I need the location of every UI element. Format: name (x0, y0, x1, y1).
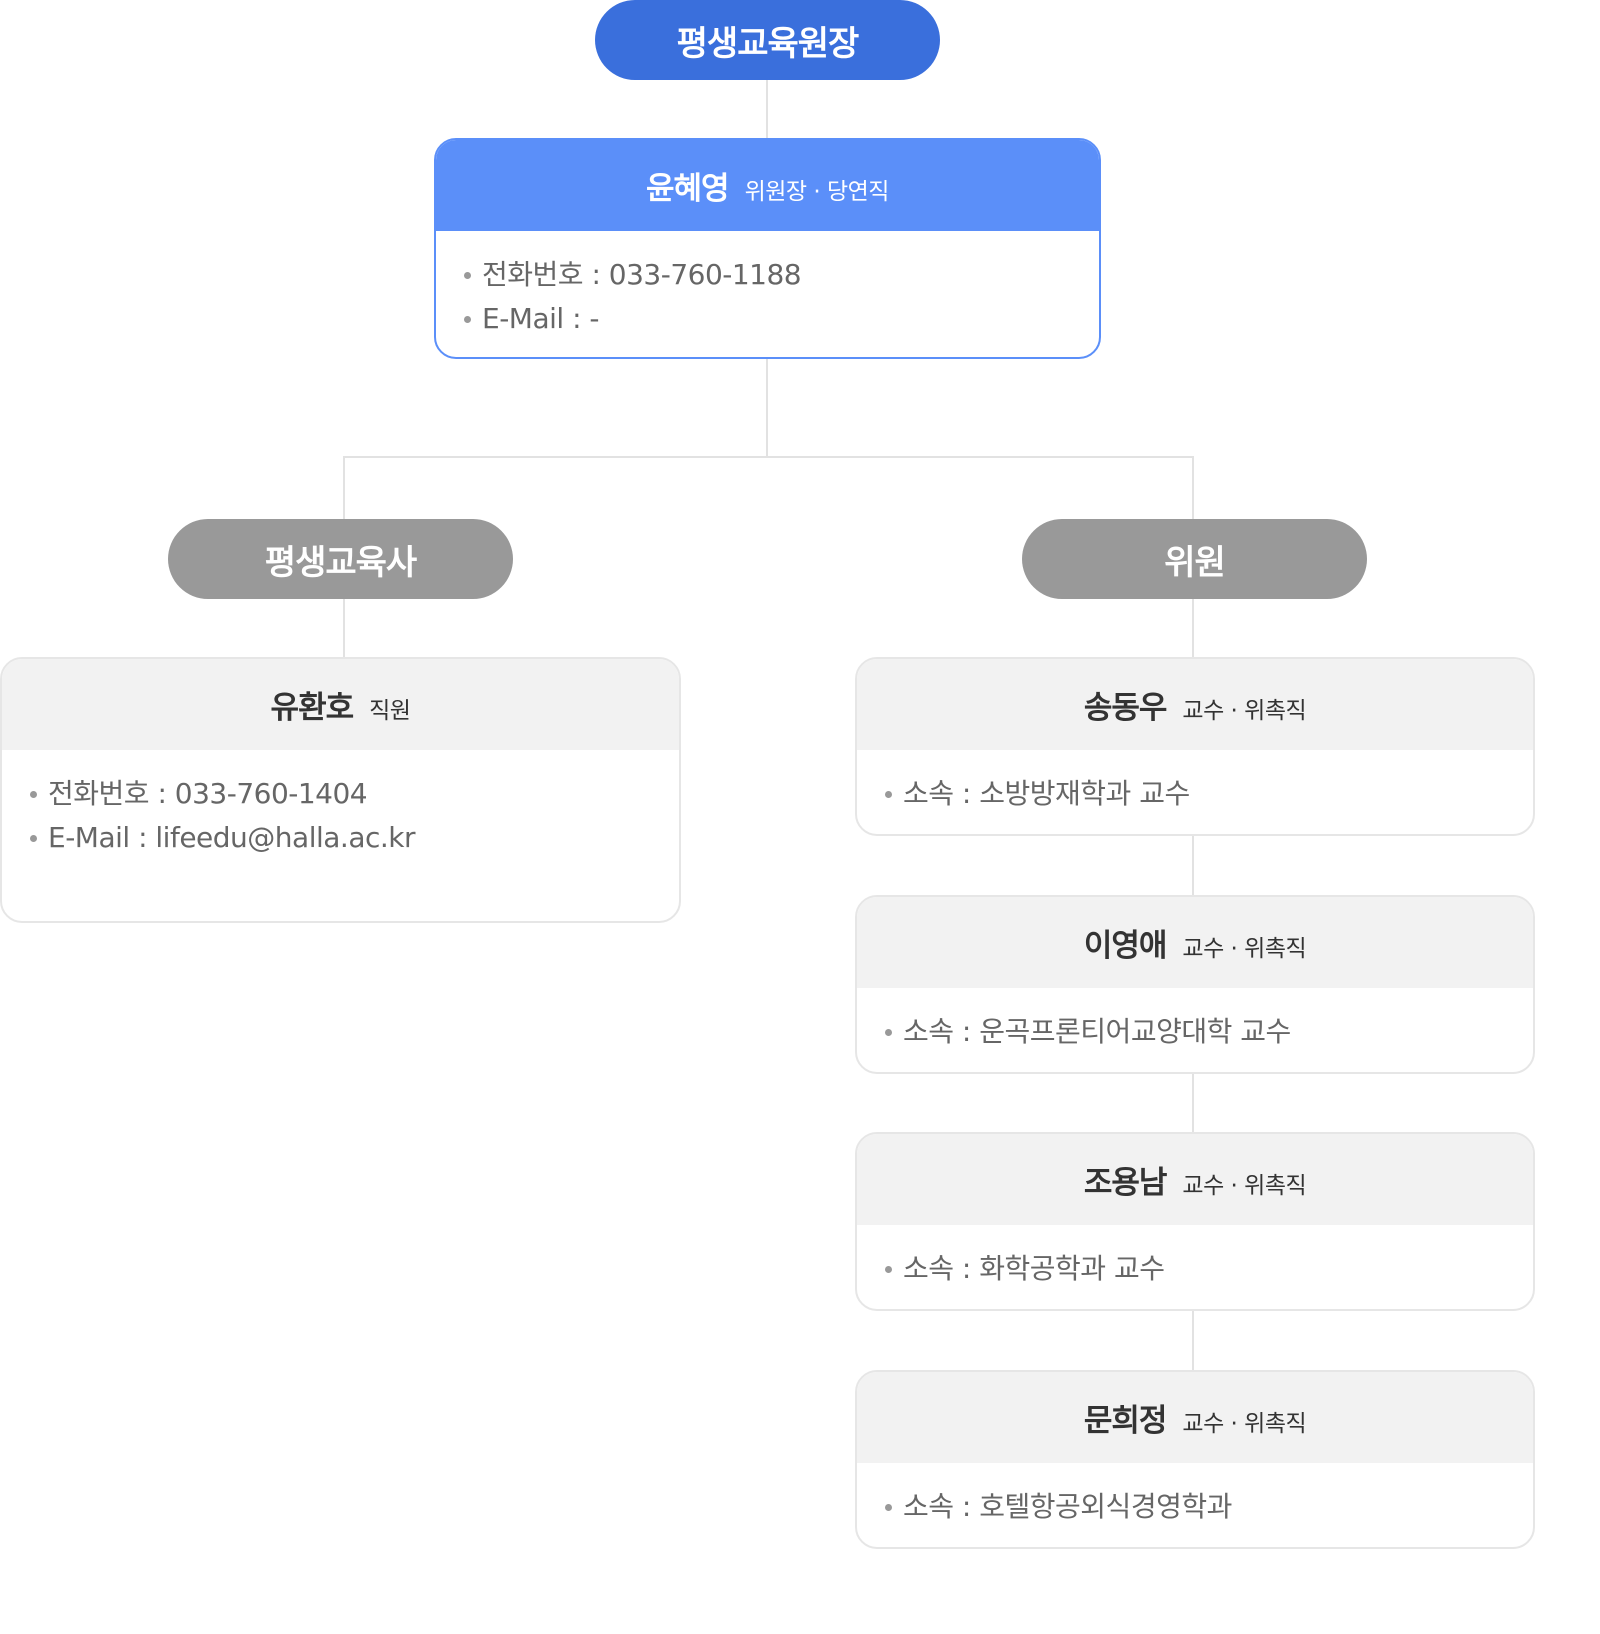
member-card-header: 유환호 직원 (2, 659, 679, 750)
connector-right-1 (1192, 835, 1194, 895)
connector-right-3 (1192, 1310, 1194, 1370)
bullet-icon (885, 1028, 892, 1036)
chair-phone: 전화번호 : 033-760-1188 (464, 253, 1071, 297)
member-role: 교수 · 위촉직 (1182, 697, 1307, 724)
group-label: 위원 (1164, 542, 1226, 583)
group-label: 평생교육사 (264, 542, 417, 583)
connector-chair-down (766, 358, 768, 458)
member-card-header: 송동우 교수 · 위촉직 (857, 659, 1533, 750)
member-card-header: 이영애 교수 · 위촉직 (857, 897, 1533, 988)
member-email[interactable]: E-Mail : lifeedu@halla.ac.kr (30, 816, 651, 860)
member-name: 조용남 (1083, 1165, 1168, 1201)
member-affiliation: 소속 : 화학공학과 교수 (885, 1247, 1505, 1291)
member-card-body: 전화번호 : 033-760-1404 E-Mail : lifeedu@hal… (2, 750, 679, 880)
member-name: 송동우 (1083, 690, 1168, 726)
member-card-body: 소속 : 호텔항공외식경영학과 (857, 1463, 1533, 1547)
member-card-body: 소속 : 화학공학과 교수 (857, 1225, 1533, 1309)
member-card: 이영애 교수 · 위촉직 소속 : 운곡프론티어교양대학 교수 (855, 895, 1535, 1074)
member-card-header: 조용남 교수 · 위촉직 (857, 1134, 1533, 1225)
chair-email: E-Mail : - (464, 297, 1071, 341)
member-card-header: 문희정 교수 · 위촉직 (857, 1372, 1533, 1463)
member-card: 조용남 교수 · 위촉직 소속 : 화학공학과 교수 (855, 1132, 1535, 1311)
bullet-icon (464, 271, 471, 279)
director-label: 평생교육원장 (676, 23, 860, 64)
bullet-icon (30, 834, 37, 842)
member-role: 교수 · 위촉직 (1182, 935, 1307, 962)
member-affiliation: 소속 : 호텔항공외식경영학과 (885, 1485, 1505, 1529)
member-name: 유환호 (270, 690, 355, 726)
bullet-icon (885, 1503, 892, 1511)
chair-card-header: 윤혜영 위원장 · 당연직 (436, 140, 1099, 231)
chair-name: 윤혜영 (646, 171, 730, 207)
connector-horizontal (343, 456, 1194, 458)
connector-top (766, 80, 768, 138)
member-card: 문희정 교수 · 위촉직 소속 : 호텔항공외식경영학과 (855, 1370, 1535, 1549)
member-affiliation: 소속 : 소방방재학과 교수 (885, 772, 1505, 816)
member-phone: 전화번호 : 033-760-1404 (30, 772, 651, 816)
member-card: 유환호 직원 전화번호 : 033-760-1404 E-Mail : life… (0, 657, 681, 923)
director-pill: 평생교육원장 (595, 0, 940, 80)
bullet-icon (30, 790, 37, 798)
bullet-icon (885, 790, 892, 798)
member-role: 교수 · 위촉직 (1182, 1172, 1307, 1199)
member-role: 직원 (369, 697, 411, 724)
chair-role: 위원장 · 당연직 (744, 178, 890, 205)
group-pill-members: 위원 (1022, 519, 1367, 599)
member-role: 교수 · 위촉직 (1182, 1410, 1307, 1437)
member-card: 송동우 교수 · 위촉직 소속 : 소방방재학과 교수 (855, 657, 1535, 836)
chair-card-body: 전화번호 : 033-760-1188 E-Mail : - (436, 231, 1099, 357)
group-pill-educator: 평생교육사 (168, 519, 513, 599)
chair-card: 윤혜영 위원장 · 당연직 전화번호 : 033-760-1188 E-Mail… (434, 138, 1101, 359)
connector-right-2 (1192, 1073, 1194, 1133)
member-card-body: 소속 : 소방방재학과 교수 (857, 750, 1533, 834)
member-affiliation: 소속 : 운곡프론티어교양대학 교수 (885, 1010, 1505, 1054)
member-name: 이영애 (1083, 928, 1168, 964)
member-card-body: 소속 : 운곡프론티어교양대학 교수 (857, 988, 1533, 1072)
member-name: 문희정 (1083, 1403, 1168, 1439)
bullet-icon (885, 1265, 892, 1273)
bullet-icon (464, 315, 471, 323)
